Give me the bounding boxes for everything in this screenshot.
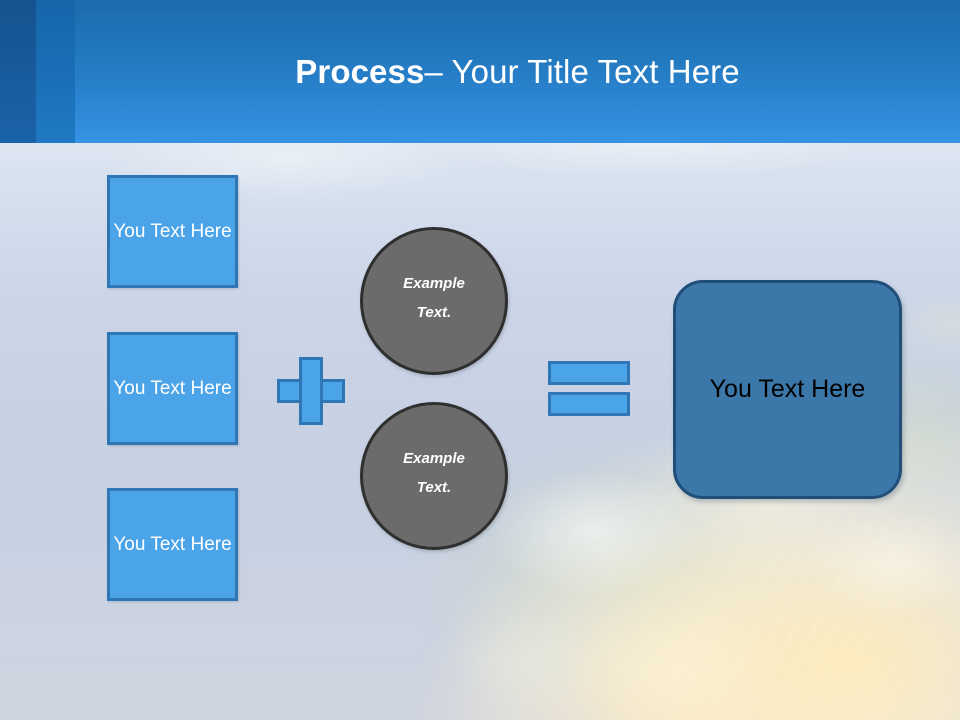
example-circle-1[interactable]: Example Text.: [360, 227, 508, 375]
header-background: [75, 0, 960, 143]
example-circle-2[interactable]: Example Text.: [360, 402, 508, 550]
example-circle-2-label: Example Text.: [403, 447, 465, 506]
input-box-3[interactable]: You Text Here: [107, 488, 238, 601]
input-box-1[interactable]: You Text Here: [107, 175, 238, 288]
example-circle-1-line2: Text.: [416, 304, 452, 321]
page-title-rest: – Your Title Text Here: [424, 52, 740, 90]
header-accent-band-dark: [0, 0, 36, 143]
page-title: Process – Your Title Text Here: [75, 0, 960, 143]
slide-header: [0, 0, 960, 143]
input-box-2[interactable]: You Text Here: [107, 332, 238, 445]
example-circle-2-line2: Text.: [416, 479, 452, 496]
input-box-2-label: You Text Here: [113, 377, 232, 399]
equals-icon: [548, 361, 630, 416]
plus-icon: [277, 357, 345, 425]
result-box-label: You Text Here: [709, 375, 866, 403]
result-box[interactable]: You Text Here: [673, 280, 902, 499]
equals-icon-top-bar: [548, 361, 630, 385]
page-title-emphasis: Process: [295, 52, 425, 90]
equals-icon-bottom-bar: [548, 392, 630, 416]
header-accent-band-mid: [36, 0, 75, 143]
plus-icon-center-fill: [302, 382, 320, 400]
example-circle-2-line1: Example: [403, 449, 465, 467]
example-circle-1-line1: Example: [403, 274, 465, 292]
input-box-3-label: You Text Here: [113, 533, 232, 555]
example-circle-1-label: Example Text.: [403, 272, 465, 331]
input-box-1-label: You Text Here: [113, 220, 232, 242]
